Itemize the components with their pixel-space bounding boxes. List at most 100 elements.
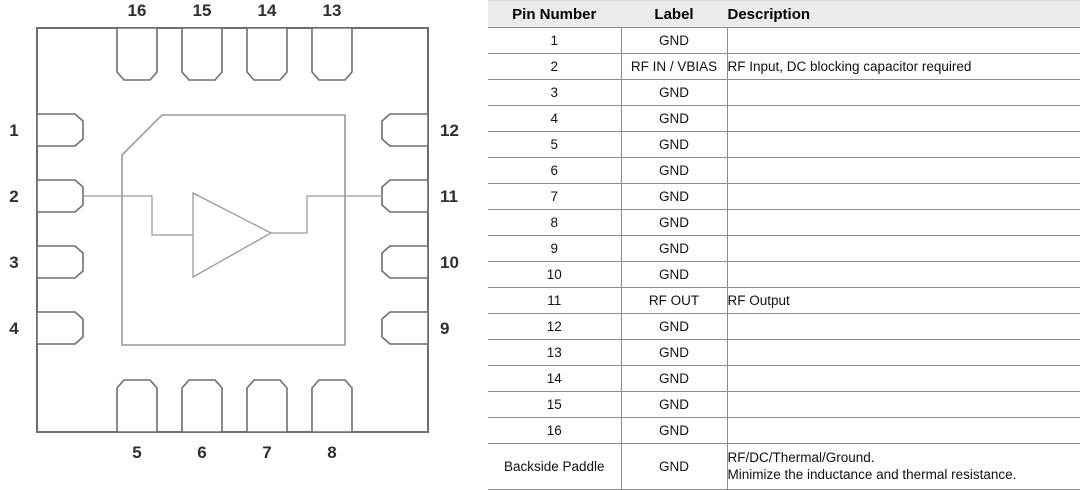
cell-description: RF Input, DC blocking capacitor required [727,54,1080,80]
cell-label: GND [621,106,727,132]
cell-pin-number: 3 [488,80,621,106]
cell-description [727,236,1080,262]
description-line-2: Minimize the inductance and thermal resi… [728,467,1080,484]
pin-label-16: 16 [117,2,157,19]
pin-label-4: 4 [0,320,28,337]
pin-pad-7 [247,380,287,432]
pin-pad-6 [182,380,222,432]
cell-pin-number: 1 [488,28,621,54]
package-diagram: 16 15 14 13 5 6 7 8 1 2 3 4 12 11 10 9 [0,0,480,461]
pin-label-8: 8 [312,444,352,461]
cell-label: GND [621,184,727,210]
pin-label-3: 3 [0,254,28,271]
cell-pin-number: 9 [488,236,621,262]
cell-pin-number: 14 [488,366,621,392]
cell-description: RF Output [727,288,1080,314]
cell-description [727,80,1080,106]
package-outline-svg [0,0,480,461]
pin-pad-3 [37,246,83,278]
pin-pad-5 [117,380,157,432]
table-header-row: Pin Number Label Description [488,1,1080,28]
cell-pin-number: 10 [488,262,621,288]
cell-pin-number: 12 [488,314,621,340]
package-body-outline [37,28,428,432]
cell-pin-number: 16 [488,418,621,444]
pin-pad-16 [117,28,157,80]
cell-pin-number: 4 [488,106,621,132]
cell-label: GND [621,28,727,54]
cell-description [727,106,1080,132]
cell-label: GND [621,392,727,418]
pin-pad-4 [37,312,83,344]
pin-label-15: 15 [182,2,222,19]
cell-pin-number: 5 [488,132,621,158]
pin-pad-11 [382,180,428,212]
pin-label-11: 11 [440,188,474,205]
cell-label: GND [621,366,727,392]
cell-label: GND [621,236,727,262]
cell-description [727,262,1080,288]
cell-pin-number: 11 [488,288,621,314]
pin-label-2: 2 [0,188,28,205]
pin-pad-1 [37,114,83,146]
column-header-label: Label [621,1,727,28]
pin-label-5: 5 [117,444,157,461]
pin-label-1: 1 [0,122,28,139]
cell-description [727,340,1080,366]
cell-description [727,418,1080,444]
pinout-figure: 16 15 14 13 5 6 7 8 1 2 3 4 12 11 10 9 P… [0,0,1080,461]
cell-description: RF/DC/Thermal/Ground.Minimize the induct… [727,444,1080,490]
pin-label-12: 12 [440,122,474,139]
cell-description [727,314,1080,340]
column-header-pin-number: Pin Number [488,1,621,28]
cell-label: GND [621,210,727,236]
pin-label-9: 9 [440,320,474,337]
cell-label: GND [621,132,727,158]
pin-label-13: 13 [312,2,352,19]
pin-label-6: 6 [182,444,222,461]
cell-description [727,158,1080,184]
cell-label: GND [621,340,727,366]
cell-pin-number: 6 [488,158,621,184]
pin-pad-10 [382,246,428,278]
pin-pad-14 [247,28,287,80]
cell-label: GND [621,314,727,340]
pin-pad-8 [312,380,352,432]
column-header-description: Description [727,1,1080,28]
table-header: Pin Number Label Description [488,1,1080,28]
cell-label: GND [621,262,727,288]
cell-label: GND [621,158,727,184]
cell-label: GND [621,444,727,490]
pin-pad-15 [182,28,222,80]
pin-pad-12 [382,114,428,146]
cell-description [727,210,1080,236]
cell-pin-number: Backside Paddle [488,444,621,490]
pin-pad-2 [37,180,83,212]
pin-label-7: 7 [247,444,287,461]
cell-description [727,366,1080,392]
cell-description [727,392,1080,418]
cell-description [727,28,1080,54]
pin-label-14: 14 [247,2,287,19]
cell-pin-number: 15 [488,392,621,418]
pin-label-10: 10 [440,254,474,271]
